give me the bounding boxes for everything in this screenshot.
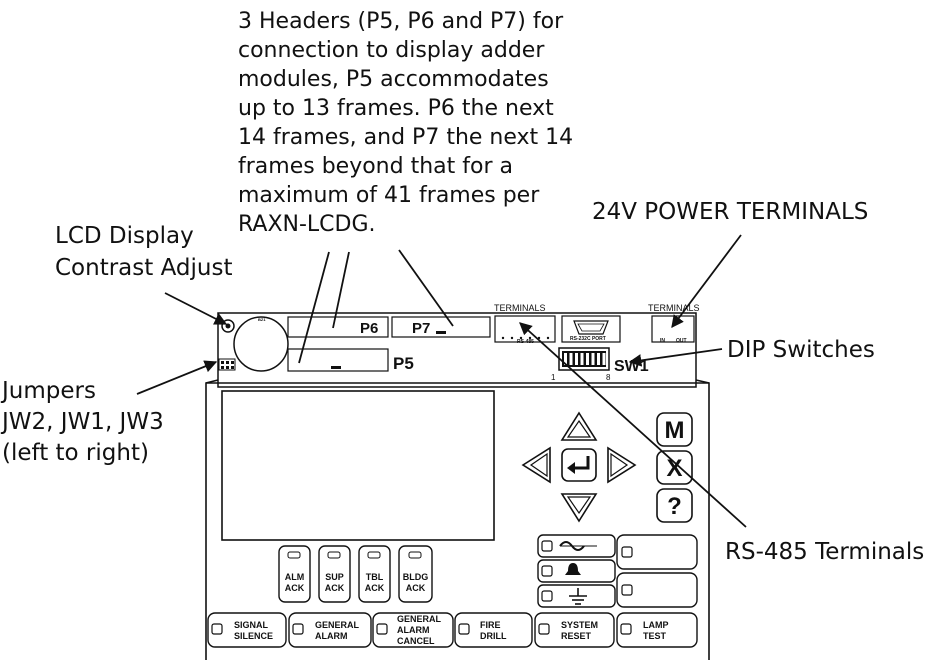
down-arrow-icon[interactable] [560, 493, 598, 523]
general-alarm-cancel-label-1: GENERAL [397, 614, 442, 624]
status-led-alarm [537, 559, 616, 583]
left-arrow-icon[interactable] [521, 446, 551, 484]
general-alarm-cancel-label-3: CANCEL [397, 636, 435, 646]
headers-note-line: connection to display adder [238, 38, 545, 63]
status-led-ac-power [537, 534, 616, 558]
alm-ack-label-2: ACK [285, 583, 305, 593]
power-terminals-callout: 24V POWER TERMINALS [592, 199, 869, 225]
header-p6-label: P6 [360, 320, 378, 337]
buzzer-circle [233, 316, 289, 372]
sw1-pin8-label: 8 [606, 373, 611, 382]
lcd-contrast-line: LCD Display [55, 223, 194, 249]
help-key-label: ? [667, 493, 682, 520]
headers-note-line: 14 frames, and P7 the next 14 [238, 125, 574, 150]
header-p6-rect [287, 316, 389, 338]
headers-note-line: modules, P5 accommodates [238, 67, 549, 92]
header-p7-label: P7 [412, 320, 430, 337]
header-p5-label: P5 [393, 354, 414, 373]
right-arrow-icon[interactable] [607, 446, 637, 484]
svg-text:BZ1: BZ1 [258, 317, 266, 322]
rs485-small-label: RS-485 [517, 339, 534, 345]
general-alarm-label-1: GENERAL [315, 620, 360, 630]
lcd-screen [221, 390, 495, 541]
ack-button-frames [278, 545, 433, 603]
power-in-label: IN [660, 338, 665, 344]
bldg-ack-label-2: ACK [406, 583, 426, 593]
rs232-port [561, 315, 621, 343]
bell-icon [565, 563, 581, 575]
power-out-label: OUT [676, 338, 687, 344]
general-alarm-label-2: ALARM [315, 631, 348, 641]
leader-line-p6 [332, 251, 350, 329]
cancel-key-label: X [666, 455, 682, 482]
leader-line-contrast [164, 292, 228, 325]
tbl-ack-label-2: ACK [365, 583, 385, 593]
cancel-key[interactable]: X [656, 450, 693, 485]
dip-switch-sw1 [558, 347, 610, 371]
system-reset-label-2: RESET [561, 631, 592, 641]
leader-line-dip [628, 348, 723, 367]
bldg-ack-label-1: BLDG [403, 572, 429, 582]
jumpers-block [218, 358, 236, 371]
jumpers-line: (left to right) [2, 440, 149, 466]
jumpers-callout: Jumpers JW2, JW1, JW3 (left to right) [2, 376, 164, 469]
alm-ack-label-1: ALM [285, 572, 305, 582]
terminals-label-left: TERMINALS [494, 303, 546, 313]
headers-note-line: 3 Headers (P5, P6 and P7) for [238, 9, 564, 34]
leader-line-power [671, 234, 742, 329]
fire-drill-label-2: DRILL [480, 631, 507, 641]
leader-line-jumpers [136, 360, 218, 395]
jumpers-line: JW2, JW1, JW3 [2, 409, 164, 435]
status-led-spare-2 [616, 572, 698, 608]
sup-ack-label-1: SUP [325, 572, 344, 582]
sw1-pin1-label: 1 [551, 373, 556, 382]
sup-ack-label-2: ACK [325, 583, 345, 593]
general-alarm-cancel-label-2: ALARM [397, 625, 430, 635]
leader-line-rs485 [519, 322, 747, 528]
lcd-contrast-callout: LCD Display Contrast Adjust [55, 220, 233, 284]
ground-icon [569, 588, 587, 605]
lamp-test-label-2: TEST [643, 631, 667, 641]
bottom-button-frames [207, 612, 698, 648]
terminals-label-right: TERMINALS [648, 303, 700, 313]
leader-line-p7 [398, 249, 454, 327]
headers-note: 3 Headers (P5, P6 and P7) for connection… [238, 7, 573, 239]
headers-note-line: maximum of 41 frames per [238, 183, 540, 208]
header-p7-rect [391, 316, 491, 338]
status-led-ground [537, 584, 616, 608]
headers-note-line: frames beyond that for a [238, 154, 513, 179]
jumpers-line: Jumpers [2, 378, 96, 404]
dip-switches-callout: DIP Switches [727, 337, 875, 363]
status-led-spare-1 [616, 534, 698, 570]
header-p5-rect [287, 348, 389, 372]
headers-note-line: up to 13 frames. P6 the next [238, 96, 554, 121]
signal-silence-label-2: SILENCE [234, 631, 273, 641]
power-terminal-block [651, 315, 695, 343]
up-arrow-icon[interactable] [560, 411, 598, 441]
help-key[interactable]: ? [656, 488, 693, 523]
headers-note-line: RAXN-LCDG. [238, 212, 376, 237]
signal-silence-label-1: SIGNAL [234, 620, 269, 630]
leader-line-p5 [298, 251, 330, 364]
rs232-small-label: RS-232C PORT [570, 336, 606, 342]
lamp-test-label-1: LAMP [643, 620, 669, 630]
fire-drill-label-1: FIRE [480, 620, 501, 630]
menu-key-label: M [665, 417, 685, 444]
lcd-contrast-line: Contrast Adjust [55, 255, 233, 281]
contrast-pot-icon [221, 319, 235, 333]
system-reset-label-1: SYSTEM [561, 620, 598, 630]
menu-key[interactable]: M [656, 412, 693, 447]
rs485-callout: RS-485 Terminals [725, 539, 925, 565]
tbl-ack-label-1: TBL [366, 572, 384, 582]
enter-key-icon[interactable] [561, 448, 597, 482]
